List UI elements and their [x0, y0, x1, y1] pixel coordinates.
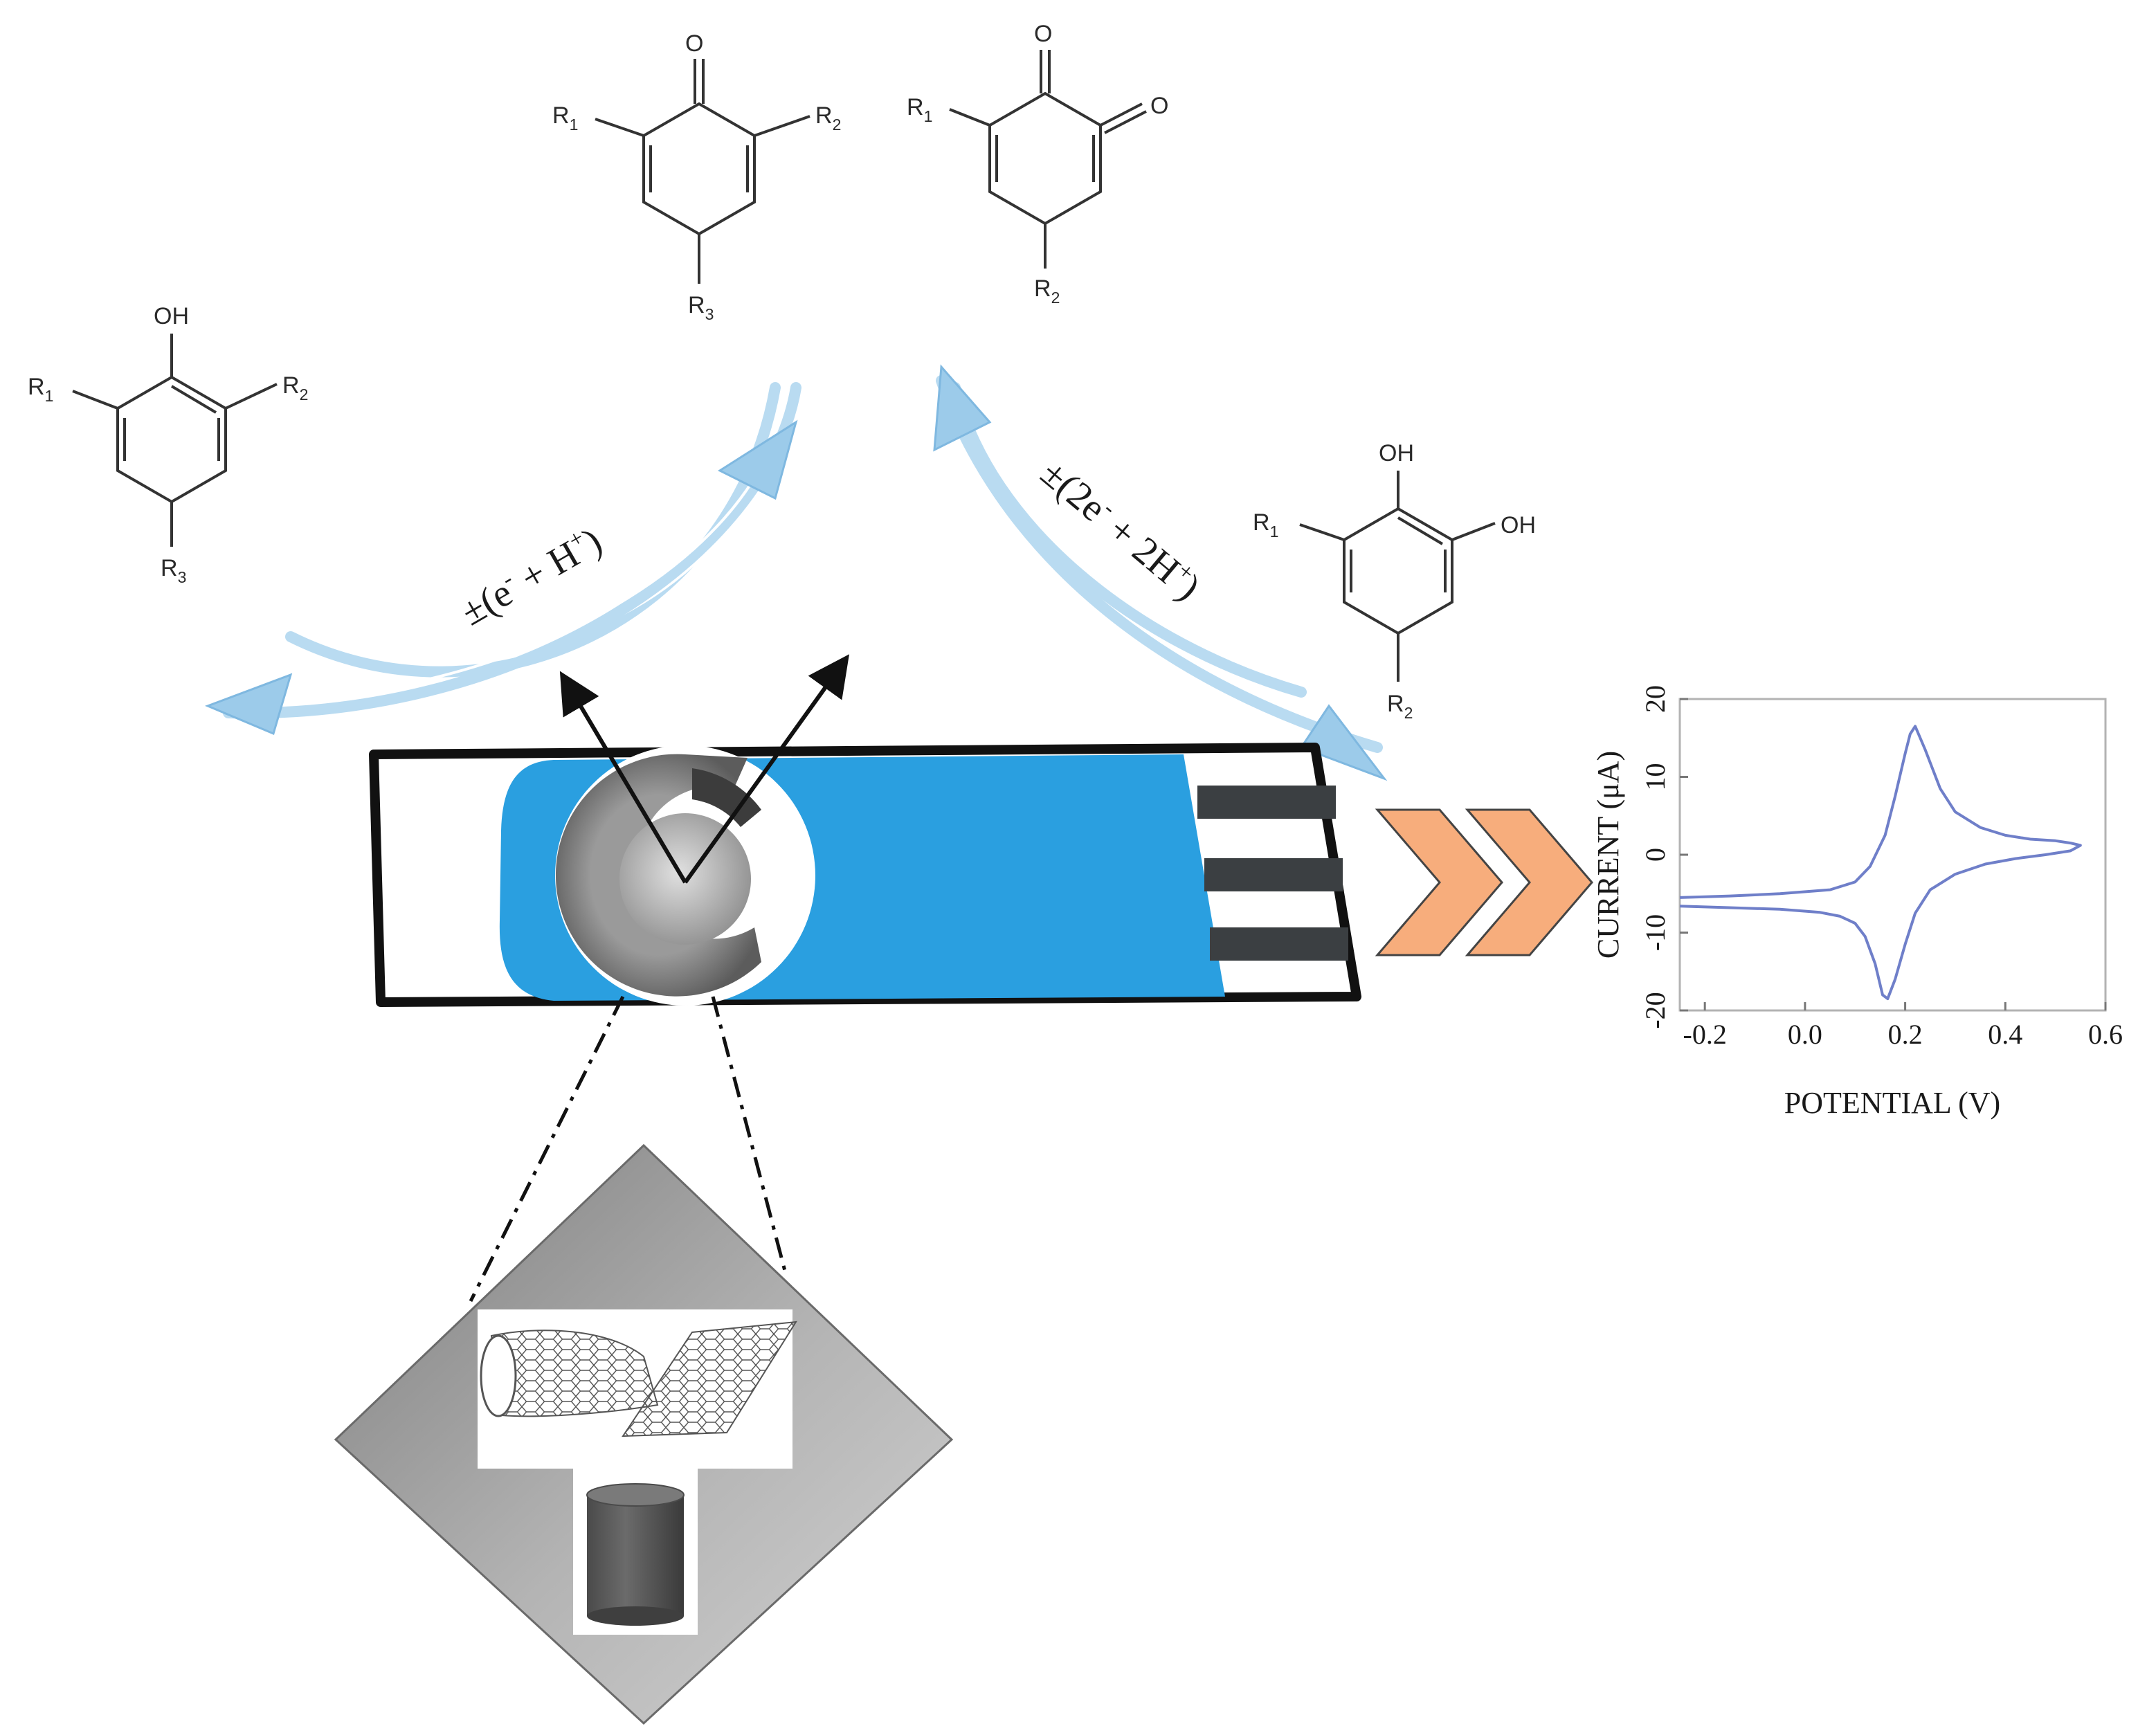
o-quinone-oxygen-2-label: O — [1150, 93, 1168, 119]
nanomaterial-platform — [334, 1143, 954, 1725]
arrowhead-down-icon — [1299, 704, 1388, 781]
y-tick-label: -20 — [1640, 992, 1671, 1028]
catechol-r2-label: R2 — [1387, 691, 1413, 722]
carbon-nanotube-icon — [480, 1330, 659, 1417]
p-quinone-r1-label: R1 — [552, 102, 578, 134]
chevron-right-icon — [1465, 808, 1593, 956]
two-electron-label: ±(2e- + 2H+) — [1033, 451, 1209, 609]
cv-curve — [1679, 725, 2082, 1001]
arrowhead-up-icon — [717, 419, 798, 500]
o-quinone-oxygen-1-label: O — [1034, 21, 1052, 47]
graphene-sheet-icon — [622, 1321, 797, 1437]
one-electron-reversible-arrow — [204, 382, 801, 736]
one-electron-label: ±(e- + H+) — [453, 518, 610, 634]
plot-frame — [1678, 698, 2107, 1012]
phenol-r3-label: R3 — [161, 555, 186, 586]
two-electron-reversible-arrow — [933, 364, 1388, 781]
catechol-structure: OH OH R1 R2 — [1253, 440, 1536, 722]
catechol-r1-label: R1 — [1253, 509, 1278, 541]
o-quinone-r1-label: R1 — [907, 94, 932, 125]
y-axis-label: CURRENT (μA) — [1591, 751, 1625, 959]
x-tick-label: 0.6 — [2088, 1019, 2123, 1050]
x-tick-label: -0.2 — [1683, 1019, 1727, 1050]
p-quinone-structure: O R1 R2 R3 — [552, 30, 841, 323]
zoom-guide-lines — [469, 995, 788, 1303]
counter-electrode — [555, 754, 761, 997]
phenol-r1-label: R1 — [28, 374, 53, 405]
interaction-arrow-right-icon — [683, 654, 850, 884]
phenol-r2-label: R2 — [282, 372, 308, 403]
graphite-cylinder-icon — [586, 1483, 685, 1626]
y-tick-label: 10 — [1640, 763, 1671, 791]
catechol-oh-1-label: OH — [1379, 440, 1414, 466]
axis-ticks — [1680, 698, 2107, 1012]
reference-electrode — [692, 768, 761, 827]
y-tick-label: 0 — [1640, 848, 1671, 862]
x-tick-label: 0.0 — [1788, 1019, 1822, 1050]
interaction-arrow-left-icon — [559, 671, 687, 884]
p-quinone-oxygen-label: O — [685, 30, 703, 57]
p-quinone-r3-label: R3 — [688, 292, 714, 323]
x-tick-label: 0.4 — [1988, 1019, 2022, 1050]
screen-printed-electrode — [369, 654, 1361, 1007]
o-quinone-structure: O O R1 R2 — [907, 21, 1168, 307]
p-quinone-r2-label: R2 — [815, 102, 841, 134]
x-tick-label: 0.2 — [1888, 1019, 1923, 1050]
cyclic-voltammogram-chart: -0.2 0.0 0.2 0.4 0.6 -20 -10 0 10 20 POTENTIAL (… — [1591, 685, 2123, 1120]
contact-tracks — [1197, 786, 1348, 961]
catechol-oh-2-label: OH — [1501, 512, 1536, 538]
phenol-structure: OH R1 R2 R3 — [28, 303, 308, 586]
signal-chevrons — [1375, 808, 1593, 956]
arrowhead-left-icon — [204, 673, 293, 736]
arrowhead-up-right-icon — [933, 364, 992, 452]
y-tick-labels: -20 -10 0 10 20 — [1640, 685, 1671, 1029]
chevron-right-icon — [1375, 808, 1503, 956]
y-tick-label: 20 — [1640, 685, 1671, 713]
y-tick-label: -10 — [1640, 914, 1671, 951]
phenol-oh-label: OH — [154, 303, 189, 329]
o-quinone-r2-label: R2 — [1034, 275, 1060, 307]
x-tick-labels: -0.2 0.0 0.2 0.4 0.6 — [1683, 1019, 2123, 1050]
x-axis-label: POTENTIAL (V) — [1784, 1086, 2000, 1120]
